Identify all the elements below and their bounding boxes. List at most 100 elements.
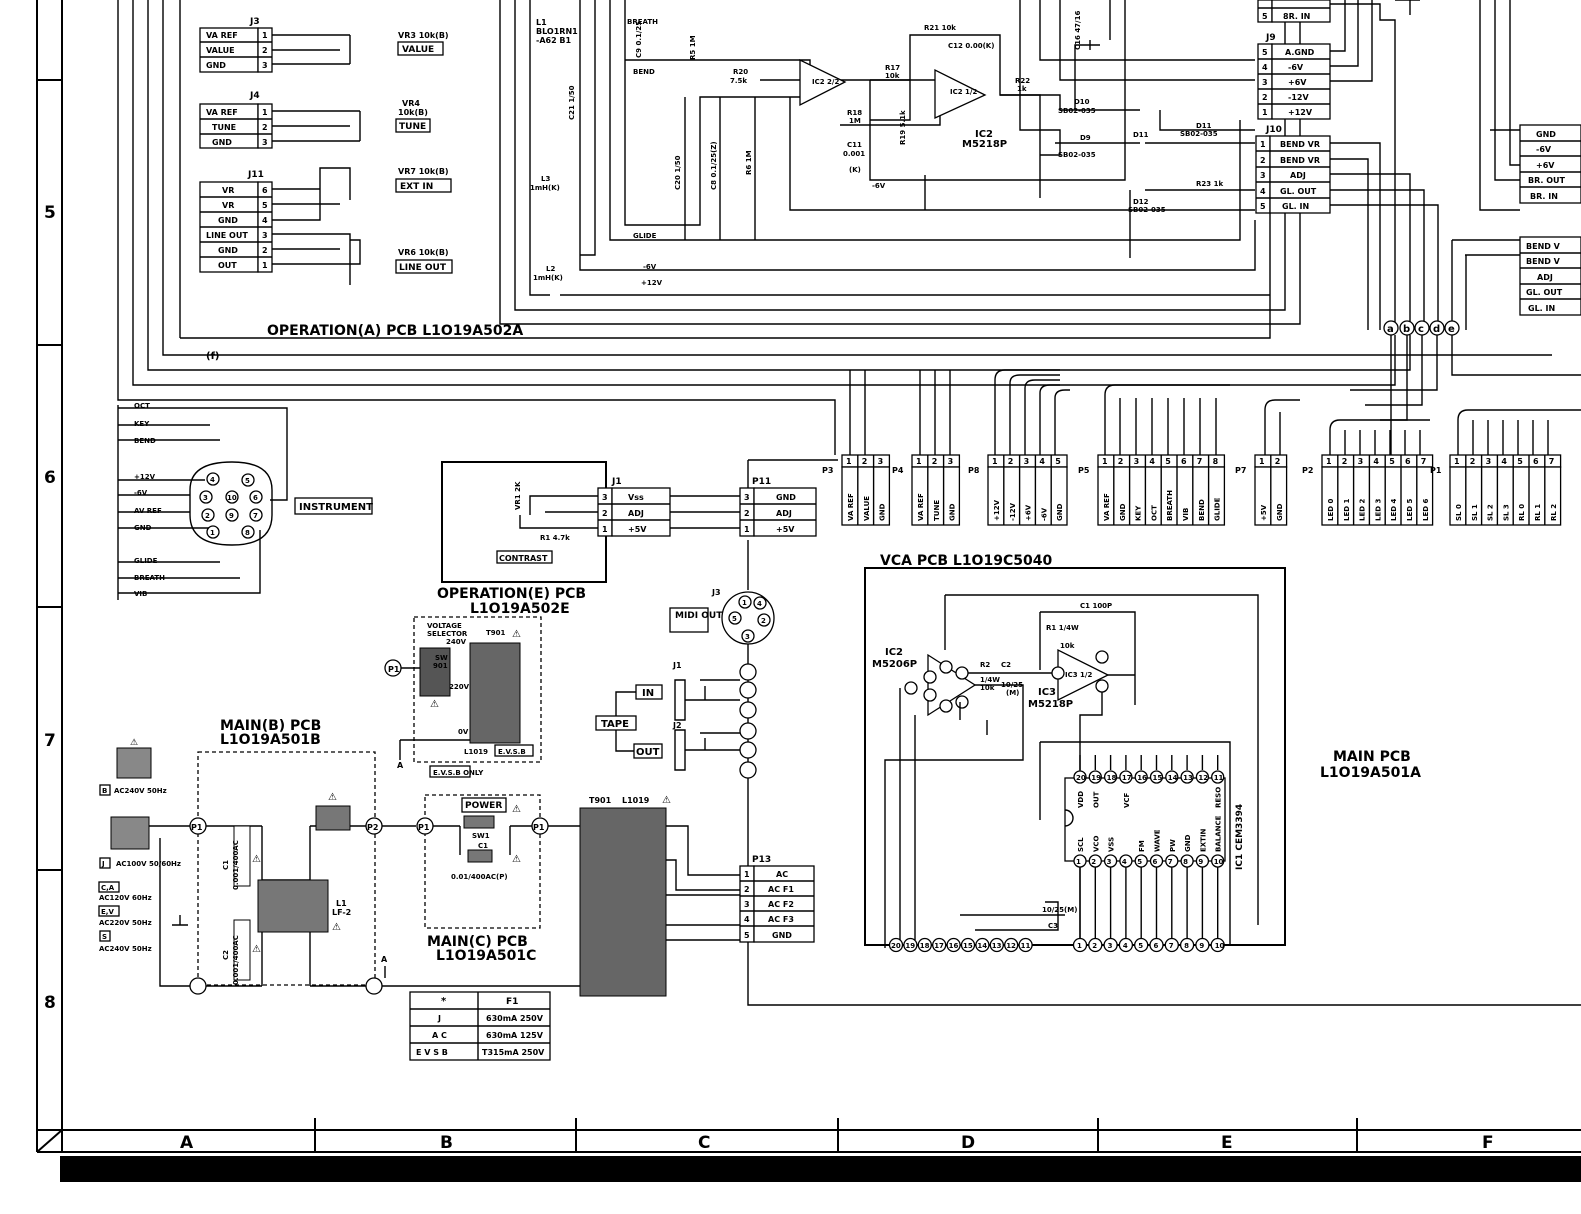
vca-conn-pin-number: 9 <box>1199 942 1204 950</box>
svg-text:LINE OUT: LINE OUT <box>399 263 447 273</box>
svg-text:+6V: +6V <box>1536 161 1555 170</box>
svg-text:SW: SW <box>435 654 448 662</box>
connector-group-name: P5 <box>1078 466 1090 475</box>
svg-text:2: 2 <box>262 46 268 55</box>
svg-text:J1: J1 <box>672 661 682 670</box>
svg-text:3: 3 <box>262 138 268 147</box>
svg-text:6: 6 <box>253 494 258 502</box>
svg-text:L1O19A501B: L1O19A501B <box>220 732 321 748</box>
svg-text:1: 1 <box>744 525 750 534</box>
svg-text:VA REF: VA REF <box>206 108 238 117</box>
vr4-pot: VR4 10k(B) TUNE <box>395 99 431 133</box>
operation-e-pcb: J1 3 2 1 Vss ADJ +5V VR1 2K R1 4.7k CONT… <box>437 461 671 617</box>
svg-text:3: 3 <box>744 900 750 909</box>
warning-icon: ⚠ <box>332 922 341 933</box>
svg-text:0.001/400AC: 0.001/400AC <box>232 935 240 985</box>
row-label-7: 7 <box>44 731 56 751</box>
connector-pin-label: RL 2 <box>1550 504 1558 521</box>
warning-icon: ⚠ <box>328 792 337 803</box>
svg-text:-6V: -6V <box>872 182 886 190</box>
svg-text:901: 901 <box>433 662 448 670</box>
svg-text:GL. IN: GL. IN <box>1528 304 1555 313</box>
connector-group-name: P2 <box>1302 466 1313 475</box>
connector-pin-label: GND <box>949 503 957 521</box>
ic1-top-pin-number: 20 <box>1076 774 1086 782</box>
vca-conn-pin-number: 15 <box>963 942 973 950</box>
vca-conn-pin-number: 11 <box>1021 942 1031 950</box>
svg-text:M5218P: M5218P <box>1028 699 1073 710</box>
svg-text:4: 4 <box>744 915 750 924</box>
ic1-top-pin <box>1195 770 1210 784</box>
svg-text:C8 0.1/25(Z): C8 0.1/25(Z) <box>710 141 718 190</box>
svg-text:GLIDE: GLIDE <box>633 232 657 240</box>
connector-pin-number: 3 <box>878 457 884 466</box>
connector-label-row <box>841 466 891 526</box>
ic1-pin-label: SCL <box>1077 837 1085 852</box>
ic1-pin-label: VCO <box>1092 835 1100 852</box>
connector-label-row <box>1449 466 1562 526</box>
svg-text:TUNE: TUNE <box>212 123 236 132</box>
svg-text:T901: T901 <box>486 629 506 637</box>
p13-connector: P13 1 2 3 4 5 AC AC F1 AC F2 AC F3 GND <box>739 855 815 943</box>
ic1-top-pin-number: 17 <box>1122 774 1132 782</box>
svg-text:C1: C1 <box>222 860 230 870</box>
svg-text:2: 2 <box>602 509 608 518</box>
svg-text:BEND VR: BEND VR <box>1280 140 1320 149</box>
svg-text:2: 2 <box>744 885 750 894</box>
j3-connector: J3 VA REF VALUE GND 1 2 3 <box>199 17 351 73</box>
svg-text:R19 5.1k: R19 5.1k <box>899 110 907 145</box>
svg-text:MIDI OUT: MIDI OUT <box>675 611 723 621</box>
svg-text:R2: R2 <box>980 661 990 669</box>
vr6-pot: VR6 10k(B) LINE OUT <box>395 248 453 274</box>
svg-text:C9 0.1/25: C9 0.1/25 <box>635 21 643 58</box>
svg-text:2: 2 <box>205 512 210 520</box>
svg-text:SB02-035: SB02-035 <box>1128 206 1166 214</box>
svg-text:1: 1 <box>262 261 268 270</box>
svg-text:1mH(K): 1mH(K) <box>530 184 560 192</box>
right-connector-b: BEND V BEND V ADJ GL. OUT GL. IN <box>1519 236 1581 316</box>
connector-pin-number: 8 <box>1213 457 1219 466</box>
svg-text:M5206P: M5206P <box>872 659 917 670</box>
svg-text:R1 4.7k: R1 4.7k <box>540 534 570 542</box>
svg-text:C1 100P: C1 100P <box>1080 602 1112 610</box>
svg-text:E.V.S.B: E.V.S.B <box>498 748 526 756</box>
svg-text:2: 2 <box>262 123 268 132</box>
svg-text:MAIN(C) PCB: MAIN(C) PCB <box>427 934 528 950</box>
svg-text:9: 9 <box>229 512 234 520</box>
svg-text:T315mA 250V: T315mA 250V <box>482 1048 545 1057</box>
left-bus-lines <box>117 0 1552 455</box>
connector-pin-number: 1 <box>916 457 922 466</box>
svg-text:C,A: C,A <box>101 884 115 892</box>
connector-pin-number: 4 <box>1373 457 1379 466</box>
ic2-1of2-opamp <box>934 68 987 120</box>
svg-text:J: J <box>437 1014 441 1023</box>
bus-letters: a b c d e <box>1350 320 1581 455</box>
connector-pin-label: LED 0 <box>1327 499 1335 521</box>
svg-text:(K): (K) <box>849 166 861 174</box>
svg-text:b: b <box>1403 324 1410 335</box>
svg-text:1: 1 <box>744 870 750 879</box>
bottom-black-bar <box>60 1156 1581 1182</box>
svg-text:CONTRAST: CONTRAST <box>499 554 548 563</box>
connector-pin-label: VALUE <box>863 496 871 521</box>
svg-text:BREATH: BREATH <box>134 574 165 582</box>
ic1-top-pin-number: 18 <box>1107 774 1117 782</box>
svg-text:3: 3 <box>745 633 750 641</box>
vca-conn-pin-number: 19 <box>905 942 915 950</box>
connector-pin-label: LED 1 <box>1343 499 1351 521</box>
svg-text:3: 3 <box>262 61 268 70</box>
svg-text:BREATH: BREATH <box>627 18 658 26</box>
connector-pin-label: LED 6 <box>1422 499 1430 521</box>
ic1-top-pin <box>1180 770 1194 784</box>
connector-pin-number: 5 <box>1517 457 1523 466</box>
svg-text:VCA PCB L1O19C5040: VCA PCB L1O19C5040 <box>880 553 1052 569</box>
connector-pin-number: 6 <box>1533 457 1539 466</box>
connector-group-name: P7 <box>1235 466 1246 475</box>
connector-pin-label: GND <box>1276 503 1284 521</box>
vca-conn-pin <box>960 937 976 953</box>
connector-pin-label: SL 2 <box>1487 504 1495 521</box>
svg-text:A: A <box>381 955 388 964</box>
svg-text:IN: IN <box>642 688 654 699</box>
svg-text:BEND: BEND <box>633 68 655 76</box>
